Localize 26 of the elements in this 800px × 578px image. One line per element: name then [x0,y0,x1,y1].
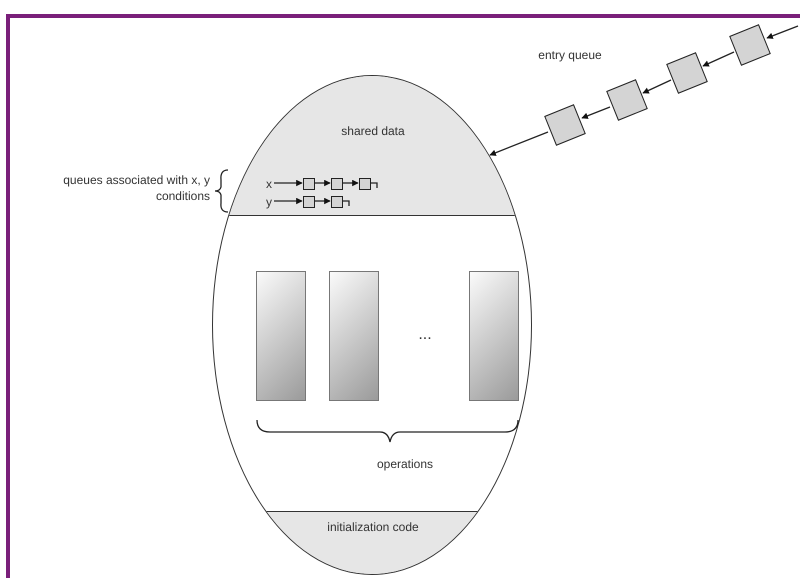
section-title: shared data [340,124,406,138]
operation-bar [469,271,519,401]
ellipsis: ... [417,326,433,344]
operations-caption: operations [376,457,434,471]
queue-box [331,196,343,208]
arrow [314,198,331,204]
queue-box [303,196,315,208]
operation-bar [329,271,379,401]
queue-box [303,178,315,190]
arrow [489,131,548,156]
operation-bar [256,271,306,401]
queue-caption: entry queue [537,48,603,62]
arrow [766,25,798,39]
arrow [581,106,610,119]
arrow [274,198,303,204]
arrow [314,180,331,186]
arrow [342,180,359,186]
condition-name: x [263,176,275,192]
section-title: initialization code [326,520,420,534]
arrow [702,51,734,67]
queue-box [359,178,371,190]
condition-name: y [263,194,275,210]
arrow [642,79,672,94]
queue-caption: queues associated with x, y conditions [62,172,210,204]
arrow [274,180,303,186]
queue-box [331,178,343,190]
